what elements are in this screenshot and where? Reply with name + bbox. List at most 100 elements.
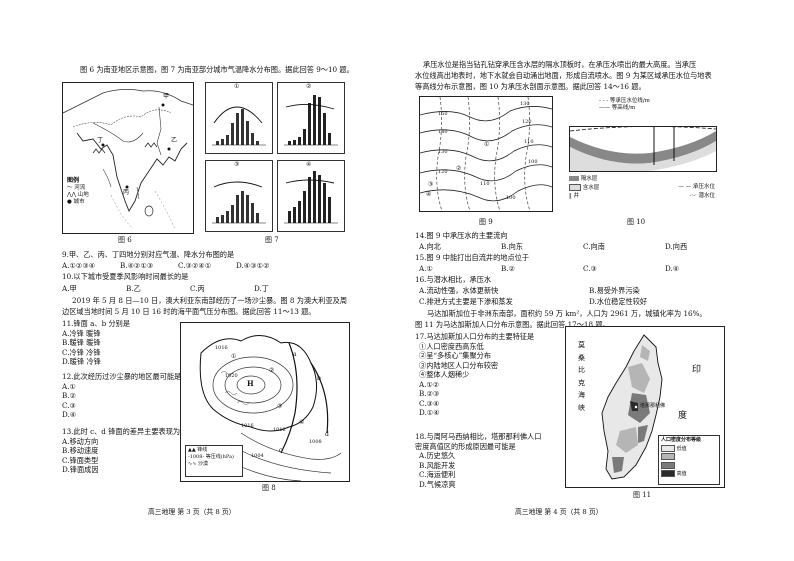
passage-4-line-2: 图 11 为马达加斯加人口分布示意图。据此回答 17～18 题。 xyxy=(415,320,610,329)
figure-9-contour-map: 130 120 110 100 150 140 130 120 110 100 … xyxy=(419,96,553,212)
q9-option-c[interactable]: C.③②④① xyxy=(178,261,212,270)
dashed-line-icon: - - - xyxy=(599,98,609,104)
q14-option-b[interactable]: B.向东 xyxy=(501,242,523,251)
q16-option-b[interactable]: B.易受外界污染 xyxy=(589,286,640,295)
figure-11-caption: 图 11 xyxy=(633,491,652,499)
figure-9-caption: 图 9 xyxy=(479,218,493,226)
panel-label-4: ④ xyxy=(306,161,312,168)
q11-option-a[interactable]: A.冷锋 暖锋 xyxy=(62,328,101,338)
well-icon: ‖ xyxy=(569,192,572,199)
q14-option-d[interactable]: D.向西 xyxy=(665,242,688,251)
q14-stem: 14.图 9 中承压水的主要流向 xyxy=(415,231,508,240)
legend-aquifer: 含水层 xyxy=(569,183,599,193)
q14-options: A.向北 B.向东 C.向南 D.向西 xyxy=(419,242,687,252)
q15-option-a[interactable]: A.① xyxy=(419,264,433,273)
page-3: 图 6 为南亚地区示意图，图 7 为南亚部分城市气温降水分布图。据此回答 9～1… xyxy=(62,65,354,516)
q18-option-c[interactable]: C.海运便利 xyxy=(419,470,456,479)
isobar-label-3: 1008 xyxy=(309,439,322,445)
q18-block: 18.与周阿马西纳相比，塔那那利佛人口 密度高值区的形成原因最可能是 A.历史悠… xyxy=(415,432,575,489)
swatch-low-icon xyxy=(661,444,675,452)
q18-option-b[interactable]: B.风能开发 xyxy=(419,460,456,470)
q18-option-d[interactable]: D.气候凉爽 xyxy=(419,479,456,489)
q10-options: A.甲 B.乙 C.丙 D.丁 xyxy=(62,284,269,294)
fig6-legend: 图例 ～ 河流 ⋀⋀ 山地 ● 城市 xyxy=(67,177,107,207)
contour-value-3: 110 xyxy=(524,139,534,145)
label-jia: 甲 xyxy=(163,93,170,100)
q11-option-b[interactable]: B.暖锋 暖锋 xyxy=(62,338,101,347)
q12-option-d[interactable]: D.④ xyxy=(62,410,77,419)
q17-option-a[interactable]: A.①② xyxy=(419,379,440,389)
figure-10-profile: - - - 等承压水位线/m —— 等高线/m 隔水层 含水层 — — 承压水位… xyxy=(569,96,719,210)
q13-option-b[interactable]: B.移动速度 xyxy=(62,446,99,455)
q9-option-b[interactable]: B.④②①③ xyxy=(120,261,154,270)
intro-text: 图 6 为南亚地区示意图，图 7 为南亚部分城市气温降水分布图。据此回答 9～1… xyxy=(80,65,354,74)
figure-8-caption: 图 8 xyxy=(262,484,276,492)
point-3-label: ③ xyxy=(277,403,283,410)
q13-option-c[interactable]: C.锋面类型 xyxy=(62,455,99,465)
q12-option-a[interactable]: A.① xyxy=(62,381,76,391)
river-icon: ～ xyxy=(67,184,73,191)
point-1-label: ① xyxy=(231,353,237,360)
q15-option-b[interactable]: B.② xyxy=(501,264,516,273)
q17-option-d[interactable]: D.①④ xyxy=(419,408,440,417)
q17-option-c[interactable]: C.③④ xyxy=(419,398,440,408)
q13-block: 13.此时 c、d 锋面的差异主要表现为 A.移动方向 B.移动速度 C.锋面类… xyxy=(62,427,192,475)
front-d-label: d xyxy=(325,431,329,438)
q10-option-c[interactable]: C.丙 xyxy=(190,284,205,293)
q9-option-d[interactable]: D.④③①② xyxy=(236,261,270,270)
fig10-bottom-legend: 隔水层 含水层 — — 承压水位 ‖ 井 -·-· 潜水位 xyxy=(569,176,715,201)
contour-value-4: 100 xyxy=(528,159,538,165)
figure-7-caption: 图 7 xyxy=(265,236,279,244)
q11-option-c[interactable]: C.冷锋 冷锋 xyxy=(62,347,101,357)
q11-option-d[interactable]: D.暖锋 冷锋 xyxy=(62,357,101,366)
panel-label-2: ② xyxy=(306,83,312,90)
legend-level-3 xyxy=(661,461,717,471)
q9-option-a[interactable]: A.①②③④ xyxy=(62,261,96,270)
q16-row-1: A.流动性强，水体更新快 B.易受外界污染 xyxy=(419,286,640,296)
q17-stem: 17.马达加斯加人口分布的主要特征是 xyxy=(415,332,535,341)
swatch-mid1-icon xyxy=(661,453,675,460)
q12-option-b[interactable]: B.② xyxy=(62,391,77,400)
q9-stem: 9.甲、乙、丙、丁四地分别对应气温、降水分布图的是 xyxy=(62,250,235,259)
legend-desert: ∿∿ 沙漠 xyxy=(188,461,208,467)
contour-value-7: 130 xyxy=(438,149,448,155)
q10-option-d[interactable]: D.丁 xyxy=(254,284,269,293)
legend-well: ‖ 井 xyxy=(569,192,580,199)
q10-option-a[interactable]: A.甲 xyxy=(62,284,77,293)
ocean-label-2: 度 xyxy=(678,411,688,421)
legend-water-table: -·-· 潜水位 xyxy=(689,192,715,199)
q16-option-c[interactable]: C.排泄方式主要是下渗和蒸发 xyxy=(419,297,513,306)
q10-option-b[interactable]: B.乙 xyxy=(126,284,141,293)
solid-line-icon: —— xyxy=(599,105,610,112)
legend-confined-level: — — 承压水位 xyxy=(678,183,715,190)
q14-option-c[interactable]: C.向南 xyxy=(583,242,605,251)
panel-label-3: ③ xyxy=(234,161,240,168)
fig8-legend: ▲▲ 锋线 -1008- 等压线(hPa) ∿∿ 沙漠 xyxy=(185,445,243,477)
figure-8-pressure-map: H a b c d ① ② ③ ④ 1016 1012 1008 1004 10… xyxy=(180,322,350,482)
intro-line-2: 水位线高出地表时，地下水就会自动涌出地面，形成自流喷水。图 9 为某区域承压水位… xyxy=(415,71,712,80)
intro-line-3: 等高线分布示意图，图 10 为承压水剖面示意图。据此回答 14～16 题。 xyxy=(415,82,646,91)
q18-option-a[interactable]: A.历史悠久 xyxy=(419,451,456,460)
point-4-label: ④ xyxy=(299,419,305,426)
q14-option-a[interactable]: A.向北 xyxy=(419,242,441,251)
q10-stem: 10.以下城市受夏季风影响时间最长的是 xyxy=(62,272,189,281)
q13-option-a[interactable]: A.移动方向 xyxy=(62,436,99,446)
legend-level-1: 低值 xyxy=(661,444,717,454)
climate-chart-4: ④ xyxy=(277,160,345,232)
figure-6-south-asia-map: 甲 乙 丙 丁 图例 ～ 河流 ⋀⋀ 山地 ● 城市 xyxy=(62,82,194,234)
q16-option-d[interactable]: D.水位稳定性较好 xyxy=(589,297,648,306)
passage-2-line-1: 2019 年 5 月 8 日—10 日，澳大利亚东南部经历了一场沙尘暴。图 8 … xyxy=(72,296,348,305)
q12-option-c[interactable]: C.③ xyxy=(62,400,76,410)
legend-confined-contour: - - - 等承压水位线/m xyxy=(599,98,650,104)
q13-option-d[interactable]: D.锋面成因 xyxy=(62,465,99,474)
point-4: ④ xyxy=(426,191,432,198)
q16-option-a[interactable]: A.流动性强，水体更新快 xyxy=(419,286,499,295)
q15-option-c[interactable]: C.③ xyxy=(583,264,597,273)
q15-option-d[interactable]: D.④ xyxy=(665,264,680,273)
figure-10-caption: 图 10 xyxy=(627,218,646,226)
q17-block: 17.马达加斯加人口分布的主要特征是 ①人口密度西高东低 ②呈“多核心”集聚分布… xyxy=(415,332,565,418)
q17-option-b[interactable]: B.②③ xyxy=(419,389,440,398)
contour-value-1: 130 xyxy=(520,101,530,107)
legend-city: ● 城市 xyxy=(67,199,85,206)
